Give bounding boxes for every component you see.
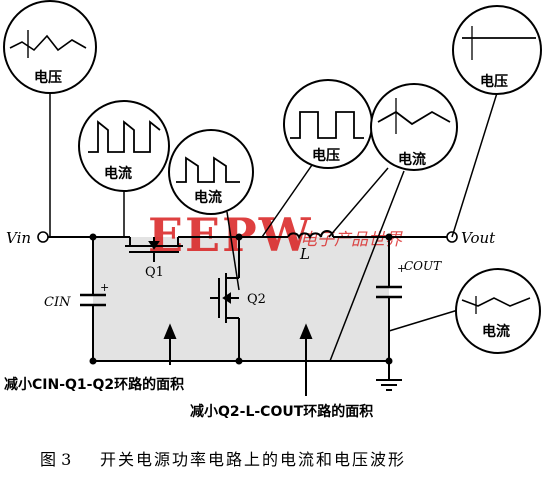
q1-mosfet	[125, 237, 183, 262]
sw-voltage-label: 电压	[312, 147, 340, 164]
vin-voltage-label: 电压	[34, 69, 62, 86]
vin-terminal	[37, 231, 49, 243]
vout-voltage-bubble: 电压	[451, 5, 542, 238]
cout-current-label: 电流	[482, 323, 510, 340]
caption-text: 开关电源功率电路上的电流和电压波形	[100, 450, 406, 469]
l-current-bubble: 电流	[328, 83, 458, 362]
q1-current-bubble: 电流	[78, 100, 170, 237]
loop2-annotation: 减小Q2-L-COUT环路的面积	[190, 403, 373, 420]
cin-capacitor	[80, 293, 106, 307]
inductor	[287, 230, 334, 240]
loop-area-q2-l-cout	[239, 237, 389, 361]
junction-dots	[89, 233, 393, 365]
vin-voltage-bubble: 电压	[3, 0, 97, 237]
loop1-annotation: 减小CIN-Q1-Q2环路的面积	[4, 376, 184, 393]
vout-label: Vout	[461, 229, 496, 247]
vout-voltage-label: 电压	[480, 73, 508, 90]
q2-mosfet	[210, 273, 239, 323]
inductor-label: L	[299, 245, 310, 263]
vin-label: Vin	[6, 229, 31, 247]
cout-plus: +	[397, 262, 406, 275]
q1-label: Q1	[145, 265, 164, 280]
q1-current-label: 电流	[104, 165, 132, 182]
cout-label: COUT	[404, 259, 442, 273]
cin-plus: +	[100, 281, 109, 294]
loop-arrows	[163, 323, 313, 396]
l-current-label: 电流	[398, 151, 426, 168]
watermark-cn: 电子产品世界	[300, 230, 403, 250]
q2-current-bubble: 电流	[168, 129, 254, 291]
q2-current-label: 电流	[194, 189, 222, 206]
sw-voltage-bubble: 电压	[261, 79, 373, 238]
q2-label: Q2	[247, 292, 266, 307]
ground-symbol	[376, 379, 402, 391]
cout-capacitor	[376, 285, 402, 299]
cout-current-bubble: 电流	[388, 268, 541, 354]
cin-label: CIN	[44, 295, 71, 310]
caption-number: 图 3	[40, 450, 71, 469]
